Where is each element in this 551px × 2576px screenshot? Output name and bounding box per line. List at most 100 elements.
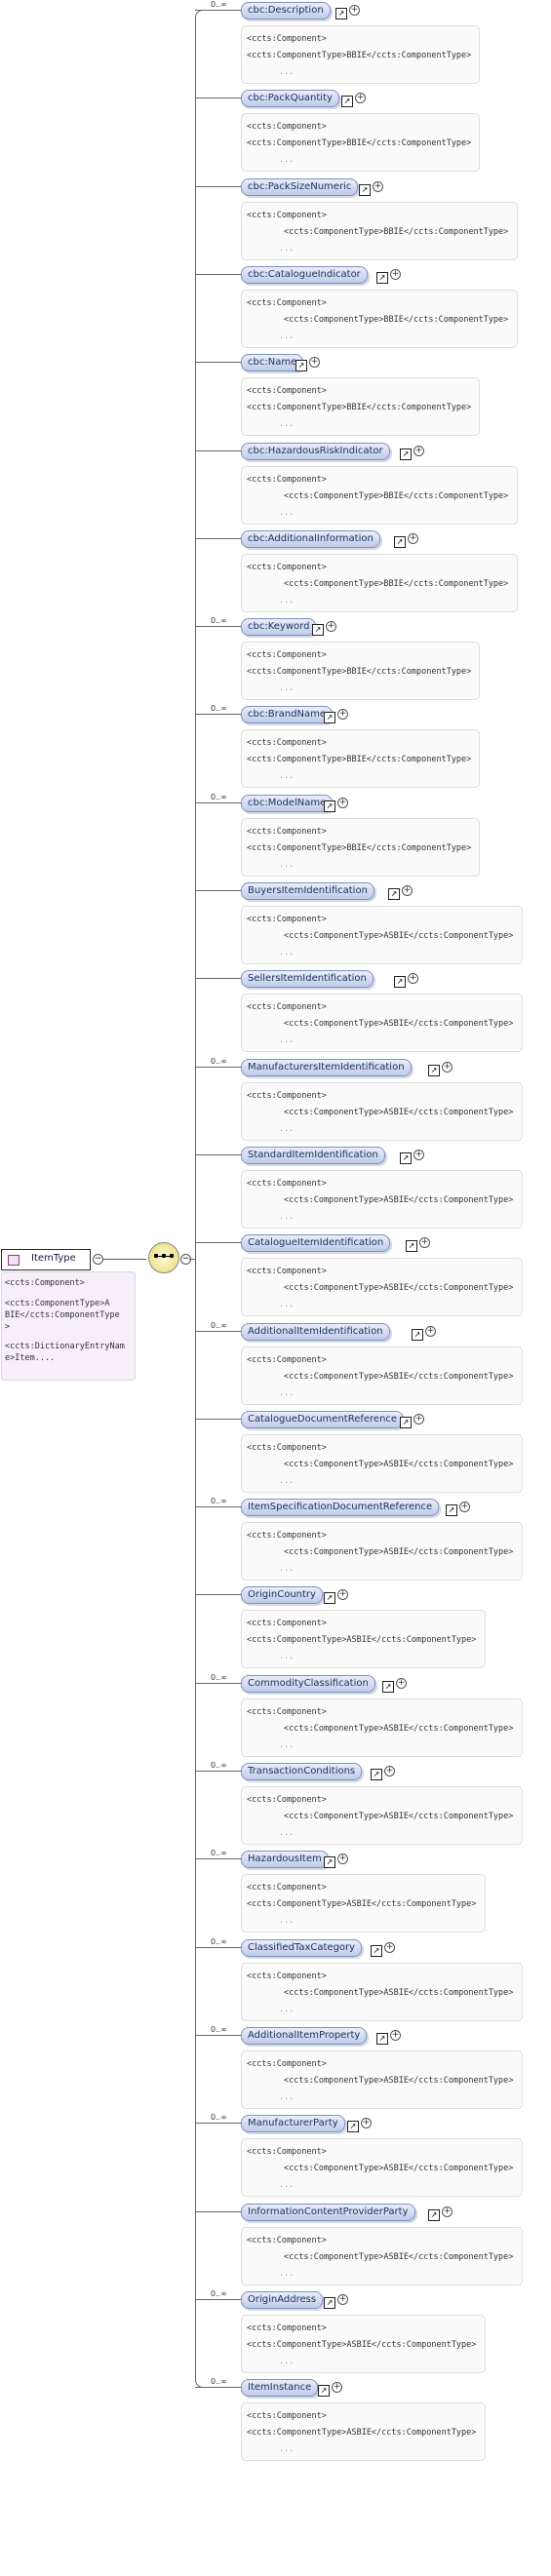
- element-node[interactable]: cbc:CatalogueIndicator: [241, 265, 368, 284]
- expand-icon[interactable]: +: [384, 1766, 395, 1776]
- expand-icon[interactable]: +: [355, 93, 366, 104]
- element-node[interactable]: cbc:PackSizeNumeric: [241, 177, 359, 196]
- expand-icon[interactable]: +: [384, 1941, 395, 1953]
- reference-link-icon: ↗: [341, 96, 353, 108]
- element-node[interactable]: cbc:PackQuantity: [241, 90, 339, 108]
- expand-icon[interactable]: +: [390, 2029, 401, 2041]
- element-annotation: <ccts:Component><ccts:ComponentType>BBIE…: [241, 201, 518, 260]
- element-node[interactable]: BuyersItemIdentification: [241, 882, 374, 900]
- annotation-component: <ccts:Component>: [247, 2058, 327, 2069]
- occurrence-label: 0..∞: [211, 616, 227, 626]
- expand-icon[interactable]: +: [390, 268, 401, 280]
- element-connector-line: [195, 1594, 241, 1596]
- sequence-compositor-icon[interactable]: [148, 1242, 179, 1273]
- root-element-itemtype[interactable]: ItemType: [1, 1249, 91, 1270]
- element-node[interactable]: cbc:Description: [241, 2, 331, 20]
- element-connector-line: [195, 449, 241, 451]
- expand-icon[interactable]: +: [337, 797, 348, 808]
- expand-icon[interactable]: +: [459, 1502, 470, 1513]
- element-name: CommodityClassification: [248, 1677, 369, 1689]
- expand-icon[interactable]: +: [337, 1589, 348, 1601]
- annotation-ellipsis: ...: [279, 1035, 295, 1046]
- reference-link-icon: ↗: [382, 1680, 394, 1693]
- expand-icon[interactable]: +: [413, 445, 424, 456]
- element-node[interactable]: ManufacturerParty: [241, 2115, 345, 2133]
- element-connector-line: [195, 1506, 241, 1508]
- element-node[interactable]: OriginAddress: [241, 2290, 324, 2309]
- expand-icon[interactable]: +: [408, 532, 418, 544]
- occurrence-label: 0..∞: [211, 704, 227, 714]
- expand-icon[interactable]: +: [442, 1061, 453, 1073]
- element-name: ItemSpecificationDocumentReference: [248, 1502, 433, 1513]
- element-node[interactable]: cbc:AdditionalInformation: [241, 529, 380, 548]
- element-annotation: <ccts:Component><ccts:ComponentType>ASBI…: [241, 2138, 523, 2198]
- occurrence-label: 0..∞: [211, 1056, 227, 1066]
- annotation-component: <ccts:Component>: [247, 2322, 327, 2333]
- annotation-component-type: <ccts:ComponentType>ASBIE</ccts:Componen…: [284, 1812, 514, 1821]
- expand-icon[interactable]: +: [337, 1854, 348, 1865]
- element-node[interactable]: cbc:ModelName: [241, 794, 334, 812]
- element-node[interactable]: ItemSpecificationDocumentReference: [241, 1499, 440, 1517]
- expand-icon[interactable]: +: [337, 2293, 348, 2305]
- annotation-component-type: <ccts:ComponentType>ASBIE</ccts:Componen…: [247, 1635, 477, 1646]
- element-node[interactable]: ItemInstance: [241, 2379, 319, 2398]
- reference-link-icon: ↗: [428, 1064, 440, 1076]
- annotation-ellipsis: ...: [279, 2268, 295, 2279]
- reference-link-icon: ↗: [400, 448, 412, 460]
- expand-icon[interactable]: +: [326, 621, 336, 633]
- expand-icon[interactable]: +: [309, 357, 320, 369]
- occurrence-label: 0..∞: [211, 2377, 227, 2387]
- element-node[interactable]: TransactionConditions: [241, 1763, 363, 1780]
- element-annotation: <ccts:Component><ccts:ComponentType>BBIE…: [241, 553, 518, 612]
- element-annotation: <ccts:Component><ccts:ComponentType>ASBI…: [241, 906, 523, 964]
- element-connector-line: [195, 1946, 241, 1948]
- element-name: cbc:HazardousRiskIndicator: [248, 445, 383, 456]
- element-node[interactable]: cbc:Name: [241, 354, 304, 372]
- element-node[interactable]: ClassifiedTaxCategory: [241, 1938, 363, 1957]
- expand-icon[interactable]: +: [396, 1677, 407, 1689]
- reference-link-icon: ↗: [324, 712, 335, 724]
- annotation-component-type: <ccts:ComponentType>BBIE</ccts:Component…: [284, 578, 509, 589]
- element-node[interactable]: AdditionalItemIdentification: [241, 1322, 390, 1341]
- expand-icon[interactable]: +: [425, 1325, 436, 1337]
- expand-icon[interactable]: +: [337, 709, 348, 721]
- element-connector-line: [195, 1153, 241, 1155]
- annotation-ellipsis: ...: [279, 2091, 295, 2102]
- expand-icon[interactable]: +: [413, 1413, 424, 1425]
- element-node[interactable]: InformationContentProviderParty: [241, 2203, 415, 2221]
- element-node[interactable]: HazardousItem: [241, 1851, 329, 1869]
- expand-icon[interactable]: +: [419, 1237, 430, 1249]
- element-node[interactable]: CommodityClassification: [241, 1674, 375, 1693]
- element-annotation: <ccts:Component><ccts:ComponentType>ASBI…: [241, 1346, 523, 1405]
- element-node[interactable]: cbc:Keyword: [241, 618, 317, 637]
- element-node[interactable]: AdditionalItemProperty: [241, 2026, 368, 2045]
- element-node[interactable]: StandardItemIdentification: [241, 1146, 385, 1164]
- annotation-component-type: <ccts:ComponentType>ASBIE</ccts:Componen…: [284, 2164, 514, 2174]
- element-name: cbc:PackSizeNumeric: [248, 180, 352, 192]
- element-node[interactable]: CatalogueDocumentReference: [241, 1410, 405, 1428]
- element-name: cbc:ModelName: [248, 797, 327, 808]
- expand-icon[interactable]: +: [413, 1149, 424, 1160]
- reference-link-icon: ↗: [371, 1944, 382, 1957]
- expand-icon[interactable]: +: [408, 973, 418, 985]
- annotation-component-type: <ccts:ComponentType>ASBIE</ccts:Componen…: [247, 2339, 477, 2350]
- element-node[interactable]: ManufacturersItemIdentification: [241, 1058, 412, 1076]
- expand-icon[interactable]: +: [373, 180, 383, 192]
- annotation-component: <ccts:Component>: [247, 738, 327, 749]
- expand-icon[interactable]: +: [442, 2205, 453, 2217]
- annotation-component: <ccts:Component>: [247, 474, 327, 485]
- expand-icon[interactable]: +: [402, 885, 413, 896]
- element-node[interactable]: cbc:BrandName: [241, 706, 333, 724]
- annotation-ellipsis: ...: [279, 771, 295, 782]
- expand-icon[interactable]: +: [349, 5, 360, 16]
- expand-icon[interactable]: +: [332, 2382, 342, 2394]
- element-node[interactable]: cbc:HazardousRiskIndicator: [241, 442, 390, 460]
- element-node[interactable]: SellersItemIdentification: [241, 970, 374, 989]
- element-node[interactable]: CatalogueItemIdentification: [241, 1234, 391, 1253]
- annotation-ellipsis: ...: [279, 2004, 295, 2014]
- element-connector-line: [195, 1418, 241, 1420]
- element-connector-line: [195, 801, 241, 803]
- element-node[interactable]: OriginCountry: [241, 1586, 323, 1605]
- expand-icon[interactable]: +: [361, 2118, 372, 2129]
- complex-type-icon: [8, 1255, 20, 1266]
